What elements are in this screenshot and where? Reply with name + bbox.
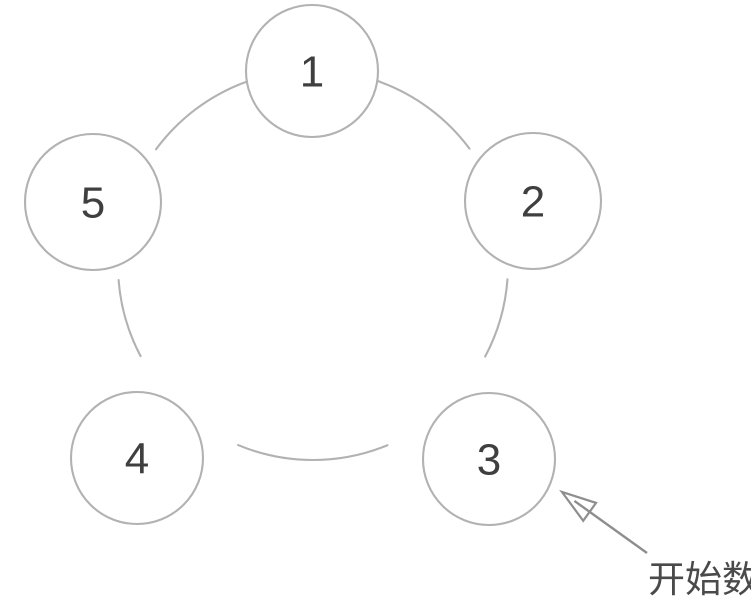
node-2-label: 2 [521,178,545,227]
edge-1-to-2 [484,278,509,358]
node-5[interactable]: 5 [23,132,163,272]
node-2[interactable]: 2 [463,131,603,271]
start-number-label: 开始数 [648,558,751,601]
edges-layer [117,80,509,462]
start-number-annotation: 开始数 [559,489,751,601]
nodes-layer: 1 2 3 4 5 [23,3,603,527]
node-3-circle[interactable] [421,391,557,527]
node-5-circle[interactable] [23,132,163,272]
node-4-circle[interactable] [69,390,205,526]
edge-4-to-5 [154,80,248,151]
node-1-label: 1 [300,48,324,97]
edge-2-to-3 [237,444,389,462]
node-4[interactable]: 4 [69,390,205,526]
edge-3-to-4 [117,279,142,358]
annotation-arrow-head-icon [559,489,598,523]
node-3-label: 3 [477,436,501,485]
node-1-circle[interactable] [244,3,380,139]
node-4-label: 4 [125,435,149,484]
node-1[interactable]: 1 [244,3,380,139]
edge-5-to-1 [377,80,471,150]
annotation-arrow-shaft [573,499,648,554]
node-2-circle[interactable] [463,131,603,271]
node-3[interactable]: 3 [421,391,557,527]
node-5-label: 5 [81,179,105,228]
